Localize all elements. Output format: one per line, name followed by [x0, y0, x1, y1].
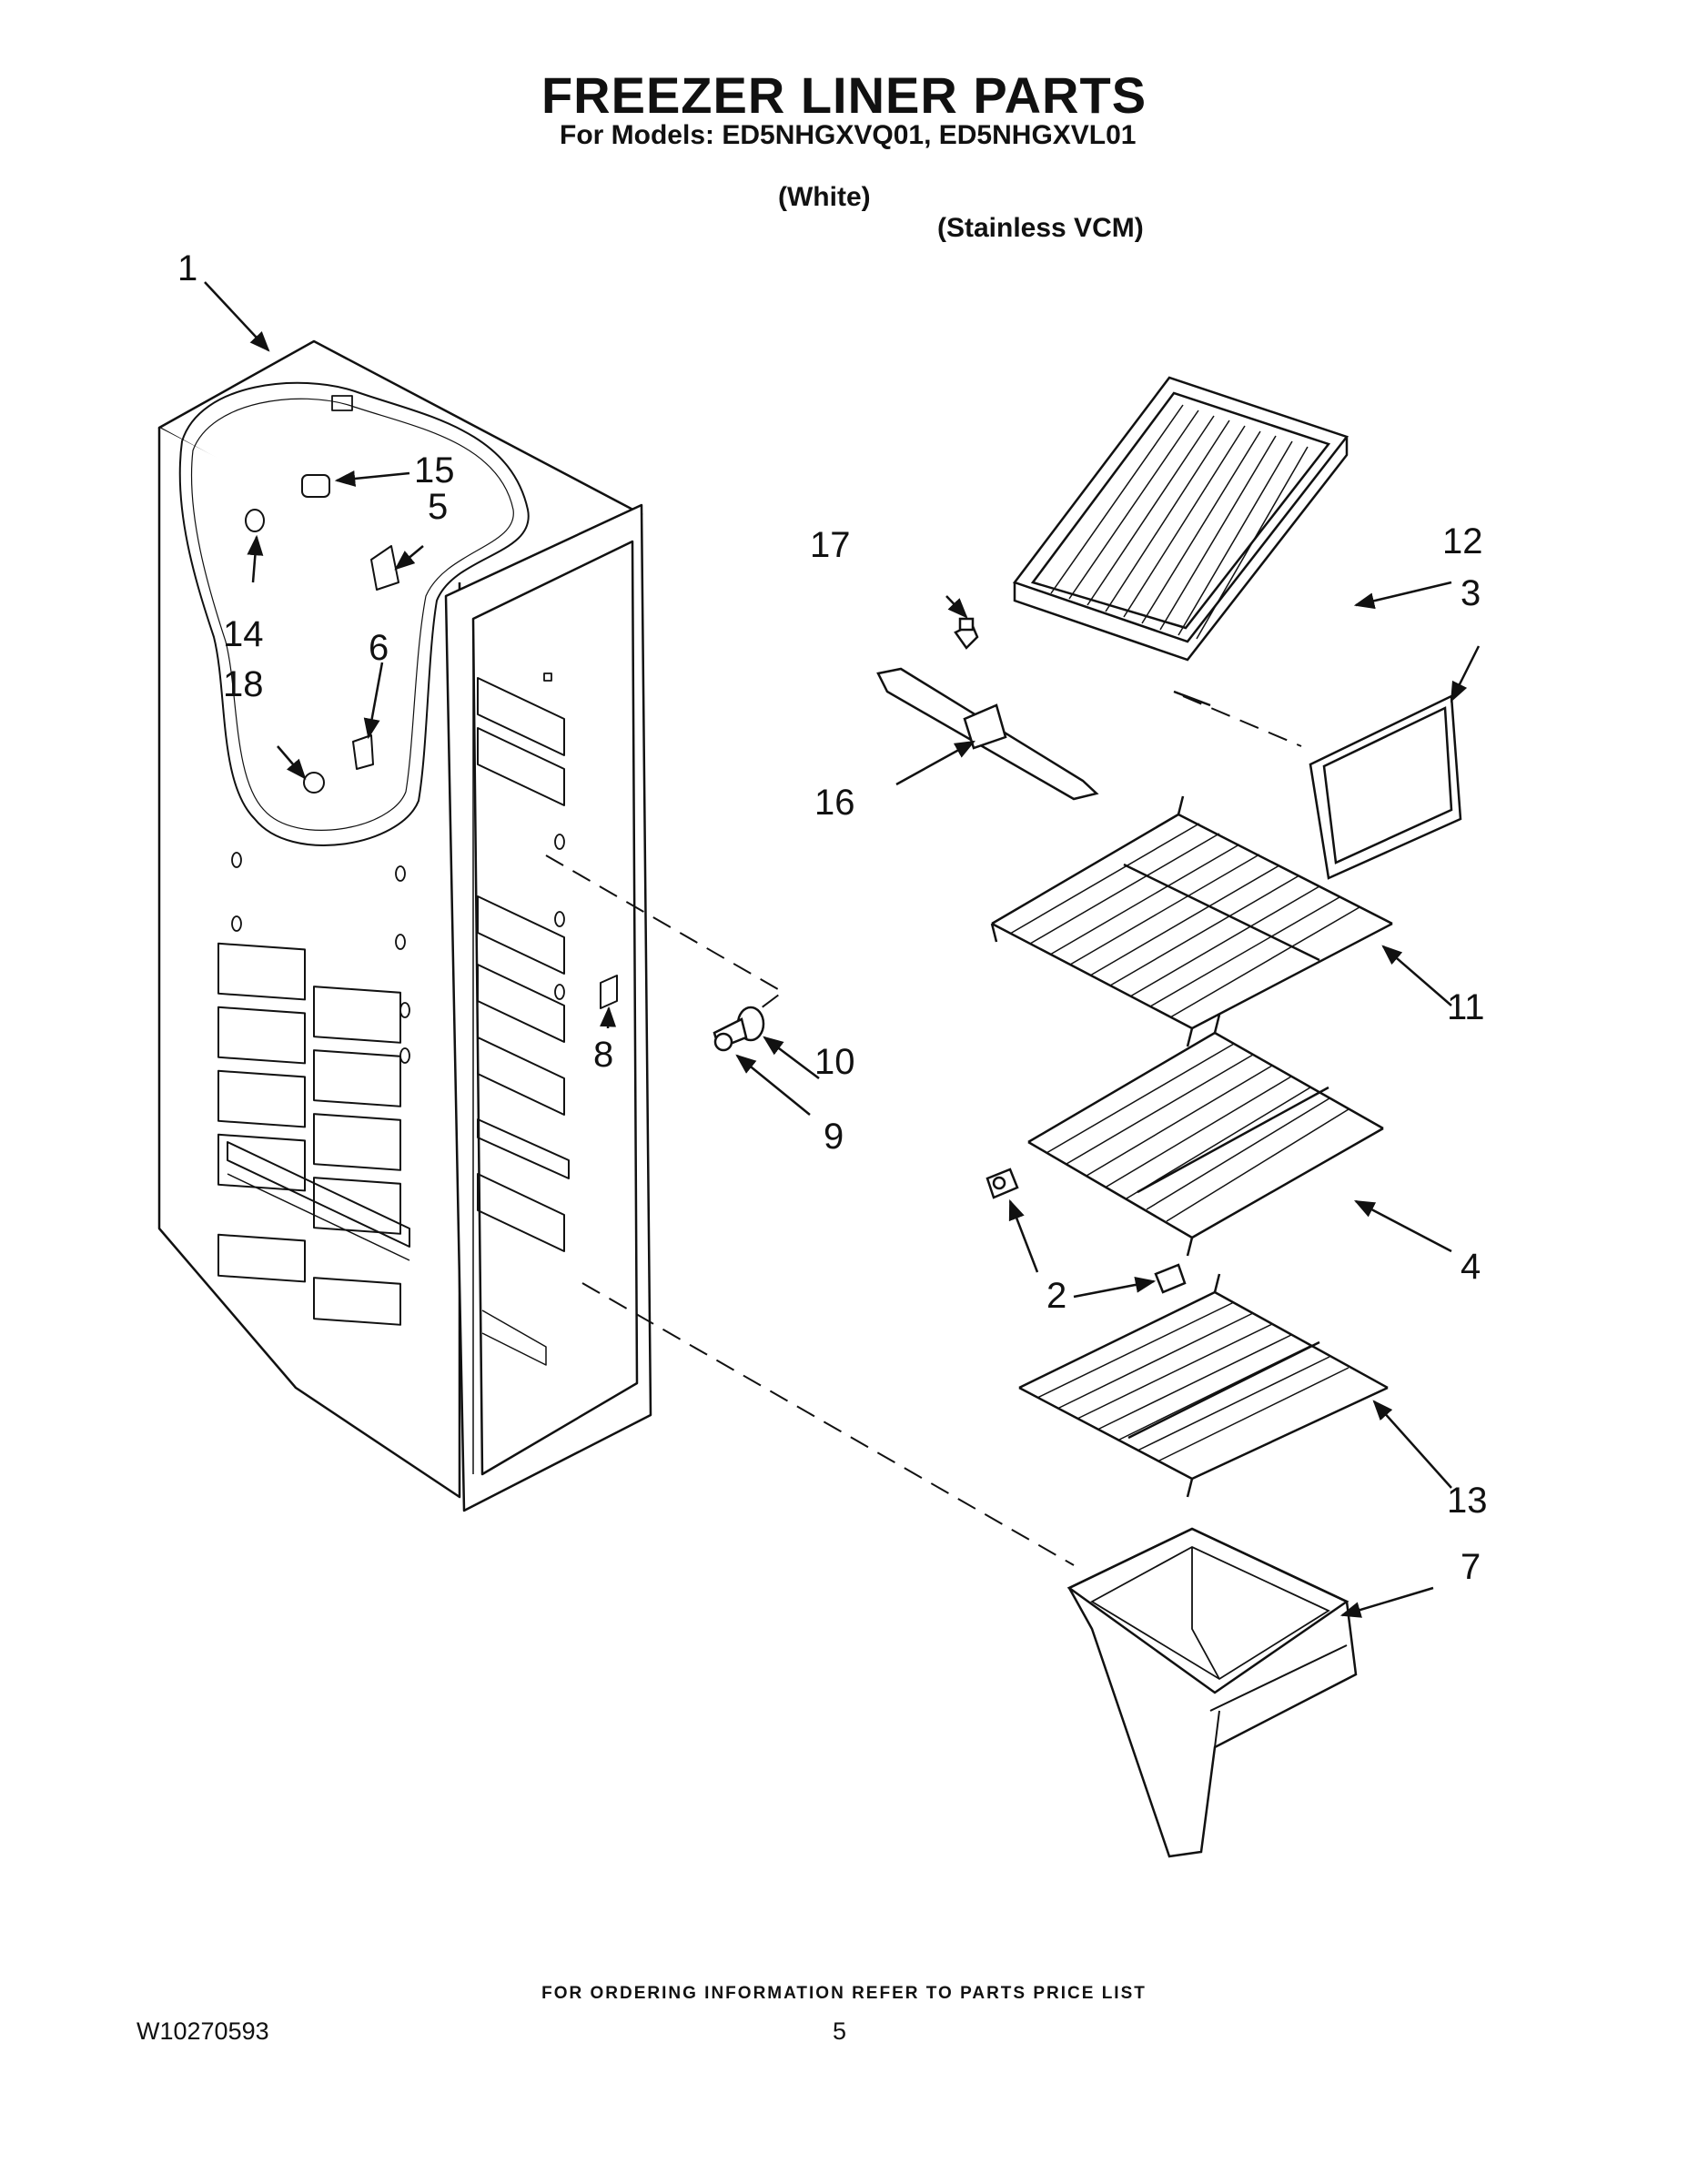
callout-14: 14 [223, 614, 264, 654]
callout-16: 16 [814, 783, 855, 823]
callout-3: 3 [1461, 573, 1481, 613]
callout-12: 12 [1442, 521, 1483, 561]
document-number: W10270593 [136, 2017, 269, 2045]
callout-18: 18 [223, 664, 264, 704]
callout-numbers: 1 15 5 14 6 18 8 10 9 17 16 12 3 11 4 2 … [177, 248, 1488, 1587]
callout-17: 17 [810, 525, 851, 565]
wire-shelf-upper [990, 795, 1393, 1047]
variant-stainless: (Stainless VCM) [937, 213, 1144, 243]
callout-5: 5 [428, 487, 448, 527]
variant-white: (White) [778, 182, 871, 212]
model-variants: (White) (Stainless VCM) [560, 151, 1144, 275]
shelf-frame [1012, 376, 1349, 707]
callout-6: 6 [369, 628, 389, 668]
callout-13: 13 [1447, 1481, 1488, 1521]
callout-1: 1 [177, 248, 197, 288]
model-list: For Models: ED5NHGXVQ01, ED5NHGXVL01 (Wh… [560, 120, 1144, 243]
page-title: FREEZER LINER PARTS [541, 66, 1147, 124]
wire-shelf-middle [1027, 1014, 1384, 1257]
assembly-lines [545, 695, 1302, 1566]
mounting-stud [713, 1006, 765, 1052]
ordering-note: FOR ORDERING INFORMATION REFER TO PARTS … [541, 1984, 1147, 2003]
models-line: For Models: ED5NHGXVQ01, ED5NHGXVL01 [560, 120, 1137, 150]
callout-10: 10 [814, 1042, 855, 1082]
callout-9: 9 [824, 1117, 844, 1157]
shelf-support [876, 617, 1099, 801]
leader-arrows [204, 281, 1481, 1618]
callout-2: 2 [1046, 1276, 1066, 1316]
wire-shelf-lower [1018, 1273, 1389, 1498]
callout-15: 15 [414, 450, 455, 490]
shelf-trim [1309, 694, 1462, 880]
page-number: 5 [833, 2017, 847, 2045]
freezer-liner [157, 339, 652, 1512]
callout-11: 11 [1447, 987, 1485, 1027]
callout-4: 4 [1461, 1247, 1481, 1287]
callout-7: 7 [1461, 1547, 1481, 1587]
freezer-bin [1066, 1527, 1358, 1858]
shelf-stops [986, 1168, 1187, 1294]
callout-8: 8 [593, 1035, 613, 1075]
